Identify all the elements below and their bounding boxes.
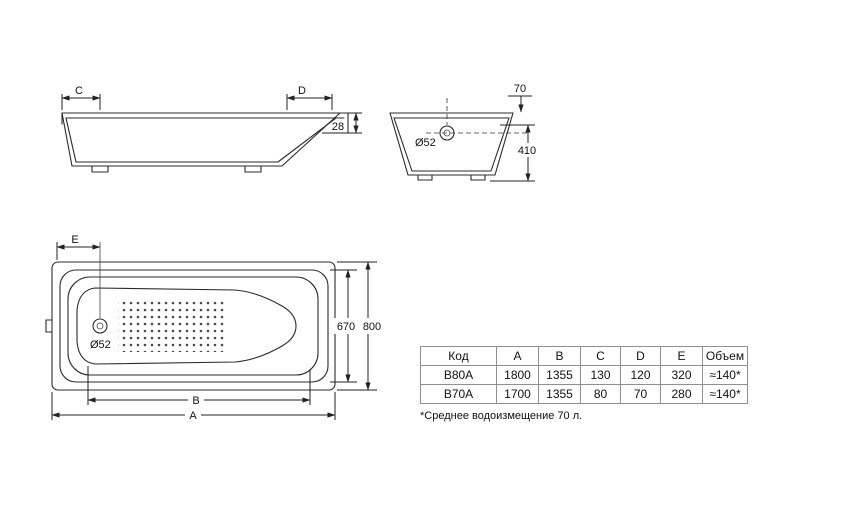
spec-table-section: Код A B C D E Объем B80A 1800 1355 130 1… [420, 346, 750, 422]
spec-table: Код A B C D E Объем B80A 1800 1355 130 1… [420, 346, 748, 404]
table-row-b80a: B80A 1800 1355 130 120 320 ≈140* [420, 365, 748, 385]
dim-label-a: A [189, 410, 197, 422]
side-view: C D 28 [61, 85, 362, 173]
tub-foot [417, 174, 433, 181]
tub-foot [244, 165, 262, 173]
cell-a: 1800 [496, 365, 539, 385]
dim-label-c: C [75, 85, 83, 97]
side-view-dimensions [61, 94, 362, 134]
dim-label-bg [333, 318, 359, 334]
table-row-b70a: B70A 1700 1355 80 70 280 ≈140* [420, 384, 748, 404]
footnote: *Среднее водоизмещение 70 л. [420, 410, 583, 422]
cell-b: 1355 [538, 365, 581, 385]
cell-a: 1700 [496, 384, 539, 404]
col-header-d: D [620, 346, 661, 366]
col-header-a: A [496, 346, 539, 366]
tub-foot [470, 174, 486, 181]
cell-e: 280 [660, 384, 703, 404]
dim-label-e: E [71, 234, 78, 246]
cell-c: 130 [580, 365, 621, 385]
cell-d: 70 [620, 384, 661, 404]
col-header-c: C [580, 346, 621, 366]
cell-code: B70A [420, 384, 497, 404]
cell-c: 80 [580, 384, 621, 404]
col-header-volume: Объем [702, 346, 748, 366]
dim-label-bg [188, 393, 204, 407]
end-view-dimensions [490, 95, 535, 182]
dim-label-800: 800 [363, 321, 381, 333]
side-view-outline [61, 112, 349, 173]
dim-label-bg [185, 408, 201, 422]
dim-label-670: 670 [337, 321, 355, 333]
plan-view-outline [45, 261, 336, 391]
col-header-b: B [538, 346, 581, 366]
plan-view: E Ø52 670 800 B A [45, 234, 385, 422]
col-header-e: E [660, 346, 703, 366]
drain-icon [92, 318, 108, 334]
cell-e: 320 [660, 365, 703, 385]
dim-label-bg [359, 318, 385, 334]
table-header-row: Код A B C D E Объем [420, 346, 748, 366]
dim-label-b: B [192, 395, 199, 407]
overflow-notch [45, 319, 53, 333]
antislip-dots [118, 300, 224, 352]
tub-foot [91, 165, 109, 173]
cell-b: 1355 [538, 384, 581, 404]
drain-diameter-label: Ø52 [90, 339, 111, 351]
drain-diameter-label: Ø52 [415, 137, 436, 149]
dim-label-410: 410 [518, 145, 536, 157]
dim-label-28: 28 [332, 121, 344, 133]
dim-label-d: D [298, 85, 306, 97]
end-view-outline [389, 112, 514, 181]
cell-d: 120 [620, 365, 661, 385]
end-view: 70 410 Ø52 [389, 83, 541, 182]
dim-label-bg [514, 143, 541, 157]
plan-view-dimensions [51, 242, 377, 420]
cell-volume: ≈140* [702, 384, 748, 404]
cell-code: B80A [420, 365, 497, 385]
cell-volume: ≈140* [702, 365, 748, 385]
col-header-code: Код [420, 346, 497, 366]
dim-label-70: 70 [514, 83, 526, 95]
